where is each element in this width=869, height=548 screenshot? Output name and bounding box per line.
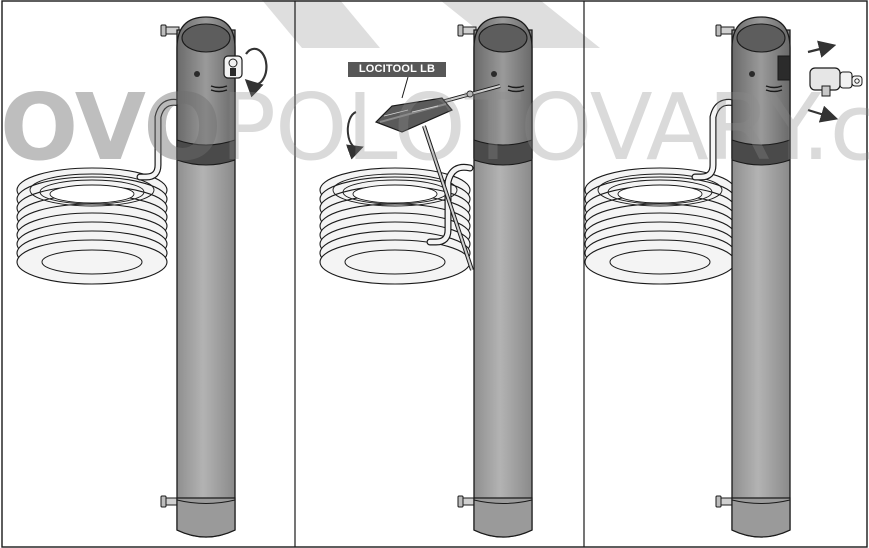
empty-lock-slot [777,55,791,81]
label-leader-line [401,76,409,99]
lock-cylinder-icon [809,67,863,97]
rope-link [140,102,180,177]
rope-link [695,102,735,177]
panel-step-3 [584,16,863,538]
bollard-post [715,16,791,538]
watermark-shape [262,0,380,48]
pull-arrow-icon [807,105,839,123]
pull-arrow-icon [807,40,837,58]
bollard-post [160,16,236,538]
panel-step-1 [16,16,268,538]
rotate-arrow-icon [244,47,268,98]
rotate-arrow-icon [346,111,364,160]
panel-step-2 [319,16,533,538]
rope-coil-icon [584,167,736,285]
locitool-label: LOCITOOL LB [348,62,446,77]
rope-coil-icon [16,167,168,285]
key-icon [223,55,243,79]
t-handle-screwdriver-icon [374,84,501,271]
